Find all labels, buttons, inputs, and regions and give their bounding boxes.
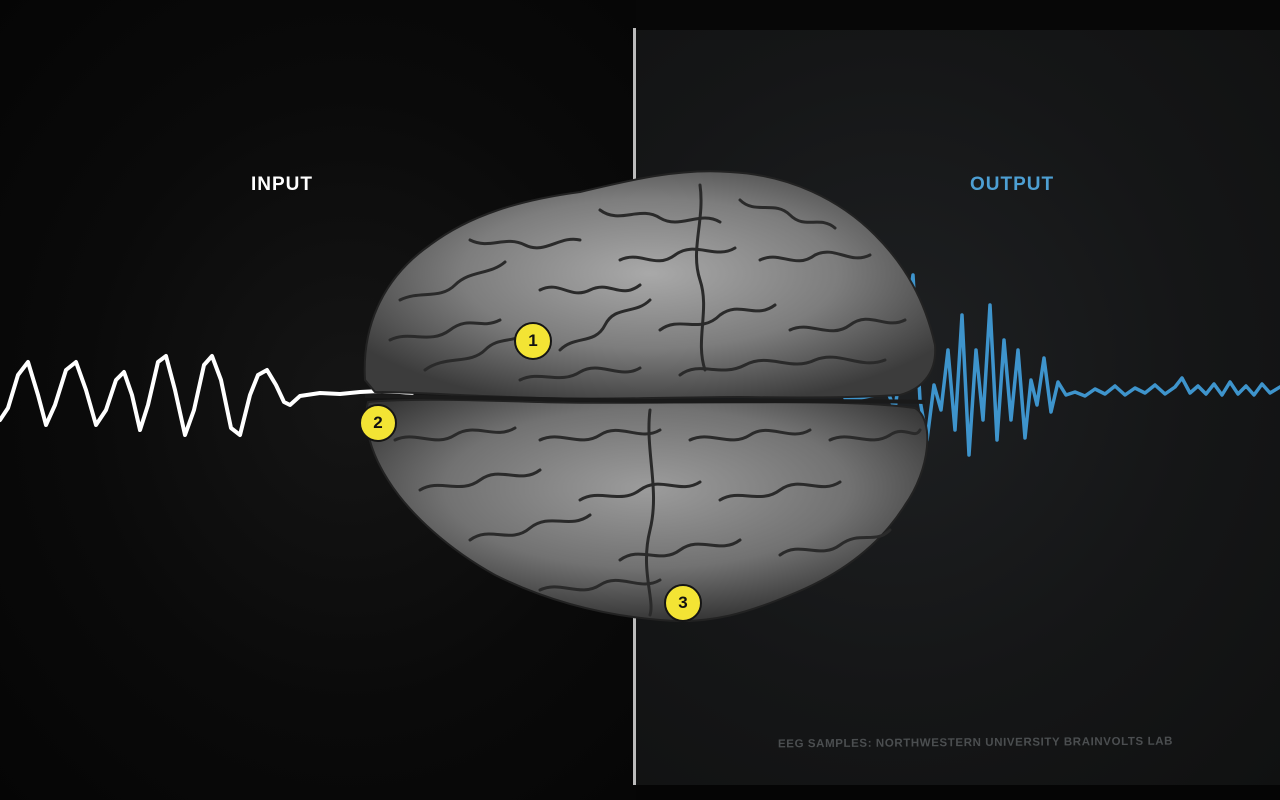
bottom-strip — [636, 785, 1280, 800]
marker-2: 2 — [359, 404, 397, 442]
output-label: OUTPUT — [970, 174, 1055, 195]
marker-1: 1 — [514, 322, 552, 360]
output-eeg-wave — [843, 273, 1280, 457]
marker-3: 3 — [664, 584, 702, 622]
brain-illustration — [363, 170, 937, 623]
input-eeg-wave — [0, 354, 414, 437]
input-label: INPUT — [251, 174, 313, 195]
